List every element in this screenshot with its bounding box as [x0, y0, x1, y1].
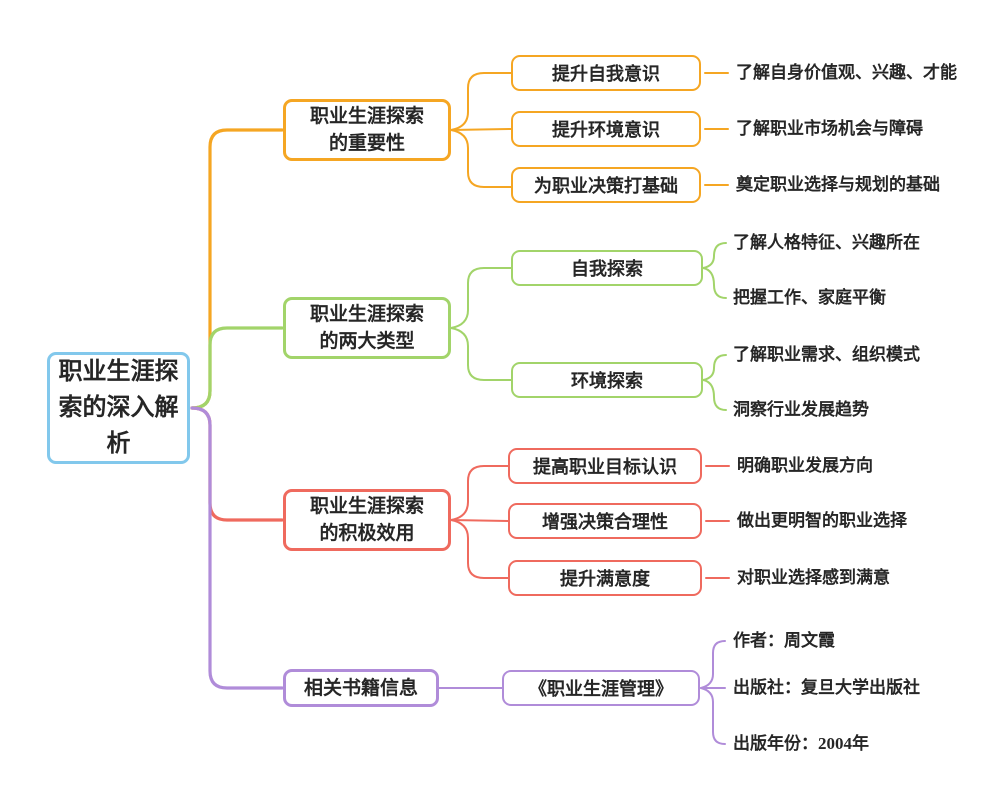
connector-child [450, 327, 512, 381]
connector-leaf [700, 687, 726, 745]
connector-branch-types [190, 326, 284, 410]
leaf-node[interactable]: 了解职业需求、组织模式 [733, 345, 920, 364]
leaf-node[interactable]: 洞察行业发展趋势 [733, 400, 869, 419]
connector-child [450, 128, 512, 131]
connector-leaf [702, 354, 727, 381]
leaf-node[interactable]: 明确职业发展方向 [737, 456, 873, 475]
connector-branch-importance [190, 128, 284, 410]
connector-leaf [702, 379, 727, 411]
leaf-node[interactable]: 作者：周文霞 [733, 631, 835, 650]
branch-node-importance[interactable]: 职业生涯探索 的重要性 [283, 99, 451, 161]
child-node-book-title[interactable]: 《职业生涯管理》 [502, 670, 700, 706]
connector-branch-benefits [190, 406, 284, 522]
child-node-environment-exploration[interactable]: 环境探索 [511, 362, 703, 398]
child-node-self-exploration[interactable]: 自我探索 [511, 250, 703, 286]
child-node-self-awareness[interactable]: 提升自我意识 [511, 55, 701, 91]
connector-child [450, 519, 509, 579]
branch-node-types[interactable]: 职业生涯探索 的两大类型 [283, 297, 451, 359]
connector-child [450, 465, 509, 521]
leaf-node[interactable]: 做出更明智的职业选择 [737, 511, 907, 530]
leaf-node[interactable]: 出版社：复旦大学出版社 [733, 678, 920, 697]
connector-child [450, 129, 512, 188]
connector-leaf [702, 242, 727, 269]
branch-node-book-info[interactable]: 相关书籍信息 [283, 669, 439, 707]
branch-node-benefits[interactable]: 职业生涯探索 的积极效用 [283, 489, 451, 551]
connector-child [450, 72, 512, 131]
connector-leaf [702, 267, 727, 299]
connector-leaf [700, 640, 726, 689]
leaf-node[interactable]: 对职业选择感到满意 [737, 568, 890, 587]
leaf-node[interactable]: 把握工作、家庭平衡 [733, 288, 886, 307]
child-node-decision-rationality[interactable]: 增强决策合理性 [508, 503, 702, 539]
leaf-node[interactable]: 出版年份：2004年 [733, 734, 869, 753]
child-node-career-goal[interactable]: 提高职业目标认识 [508, 448, 702, 484]
connector-child [450, 267, 512, 329]
child-node-decision-foundation[interactable]: 为职业决策打基础 [511, 167, 701, 203]
leaf-node[interactable]: 奠定职业选择与规划的基础 [736, 175, 940, 194]
child-node-satisfaction[interactable]: 提升满意度 [508, 560, 702, 596]
leaf-node[interactable]: 了解职业市场机会与障碍 [736, 119, 923, 138]
connector-branch-book [190, 406, 284, 690]
child-node-environment-awareness[interactable]: 提升环境意识 [511, 111, 701, 147]
leaf-node[interactable]: 了解人格特征、兴趣所在 [733, 233, 920, 252]
connector-child [450, 519, 509, 522]
leaf-node[interactable]: 了解自身价值观、兴趣、才能 [736, 63, 957, 82]
root-node[interactable]: 职业生涯探 索的深入解 析 [47, 352, 190, 464]
